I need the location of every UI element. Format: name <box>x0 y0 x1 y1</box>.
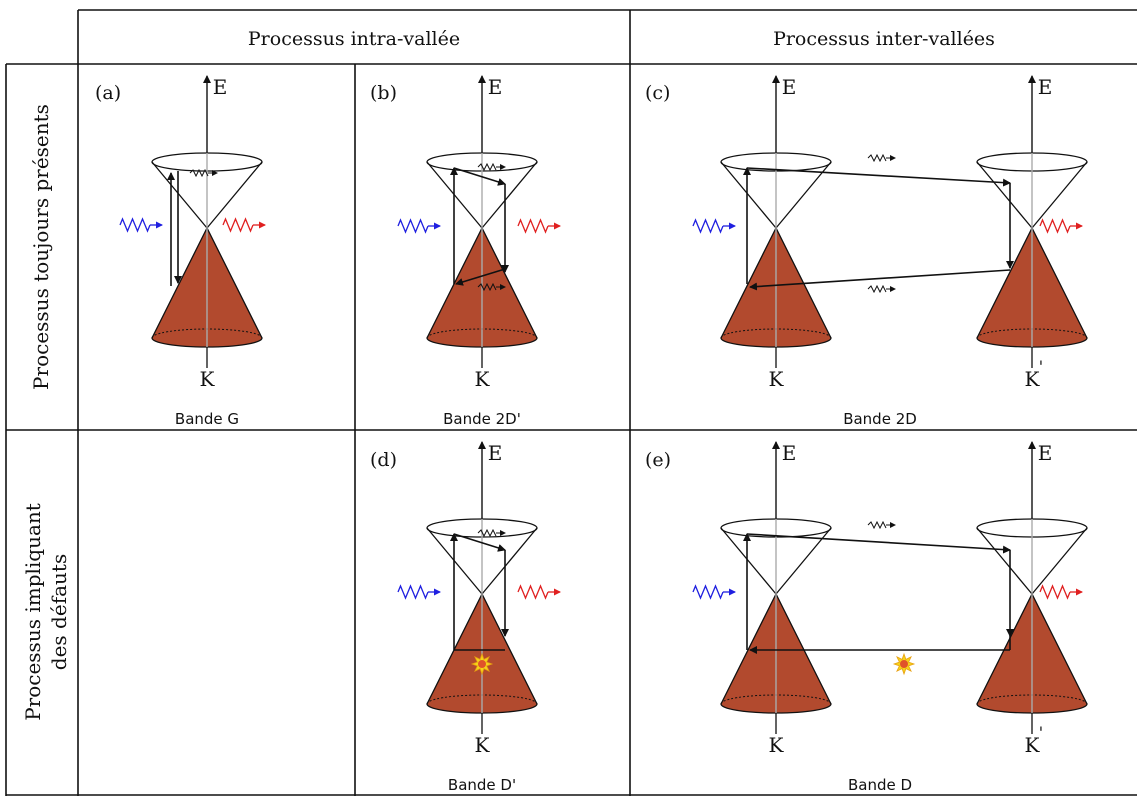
intervalley-arrow <box>746 533 1011 554</box>
phonon-icon <box>867 153 896 163</box>
k-prime-mark: ' <box>1039 357 1043 376</box>
caption-d: Bande D' <box>448 776 516 794</box>
panel-label-b: (b) <box>370 82 397 104</box>
defect-icon <box>892 652 916 676</box>
cone-e-K: EK <box>720 441 832 757</box>
caption-c: Bande 2D <box>843 410 917 428</box>
defect-icon <box>470 652 494 676</box>
cone-a-K: EK <box>151 75 263 391</box>
phonon-icon <box>189 168 218 178</box>
panel-label-c: (c) <box>645 82 670 104</box>
caption-e: Bande D <box>848 776 912 794</box>
k-prime-mark: ' <box>1039 723 1043 742</box>
scattered-photon <box>1039 218 1083 234</box>
energy-label: E <box>488 441 503 465</box>
incident-photon <box>397 218 441 234</box>
incident-photon <box>692 218 736 234</box>
phonon-icon <box>867 284 896 294</box>
k-point-label: K <box>200 367 216 391</box>
scattered-photon <box>222 217 266 233</box>
caption-b: Bande 2D' <box>443 410 521 428</box>
header-inter: Processus inter-vallées <box>773 28 995 50</box>
conduction-cone <box>976 527 1088 595</box>
conduction-cone <box>976 161 1088 229</box>
conduction-cone <box>151 161 263 229</box>
incident-photon <box>397 584 441 600</box>
incident-photon <box>119 217 163 233</box>
energy-label: E <box>782 441 797 465</box>
scattered-photon <box>517 584 561 600</box>
phonon-icon <box>477 282 506 292</box>
energy-label: E <box>213 75 228 99</box>
k-point-label: K <box>1025 367 1041 391</box>
phonon-scatter-arrow <box>453 167 506 186</box>
cone-d-K: EK <box>426 441 538 757</box>
k-point-label: K <box>1025 733 1041 757</box>
caption-a: Bande G <box>175 410 239 428</box>
panel-label-e: (e) <box>645 449 671 471</box>
table-grid <box>5 9 1137 796</box>
energy-label: E <box>782 75 797 99</box>
k-point-label: K <box>769 367 785 391</box>
incident-photon <box>692 584 736 600</box>
scattered-photon <box>517 218 561 234</box>
phonon-scatter-arrow <box>453 533 506 552</box>
k-point-label: K <box>475 733 491 757</box>
cone-e-Kprime: E K' <box>976 441 1088 757</box>
intervalley-arrow <box>746 167 1011 187</box>
phonon-back-arrow <box>455 268 506 286</box>
phonon-icon <box>867 520 896 530</box>
k-point-label: K <box>475 367 491 391</box>
phonon-icon <box>477 528 506 538</box>
intervalley-back-arrow <box>749 269 1011 291</box>
panel-label-a: (a) <box>95 82 121 104</box>
scattered-photon <box>1039 584 1083 600</box>
energy-label: E <box>488 75 503 99</box>
energy-label: E <box>1038 441 1053 465</box>
header-intra: Processus intra-vallée <box>248 28 460 50</box>
energy-label: E <box>1038 75 1053 99</box>
row-label-defects-1: Processus impliquant <box>21 503 45 721</box>
cone-c-K: EK <box>720 75 832 391</box>
k-point-label: K <box>769 733 785 757</box>
panel-label-d: (d) <box>370 449 397 471</box>
cone-c-Kprime: E K' <box>976 75 1088 391</box>
phonon-icon <box>477 162 506 172</box>
row-label-always: Processus toujours présents <box>29 104 53 390</box>
cone-b-K: EK <box>426 75 538 391</box>
row-label-defects-2: des défauts <box>47 554 71 670</box>
